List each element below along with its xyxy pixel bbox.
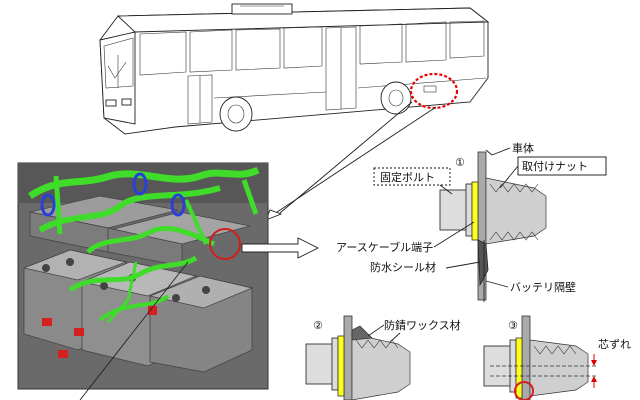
misalignment-circle bbox=[514, 381, 534, 400]
label-wax: 防錆ワックス材 bbox=[384, 318, 461, 332]
marker-3: ③ bbox=[508, 319, 518, 332]
label-body: 車体 bbox=[512, 141, 534, 155]
detail-arrow bbox=[241, 237, 320, 259]
bolt-head bbox=[439, 189, 471, 231]
waterproof-seal bbox=[477, 239, 489, 287]
detail-3: ③ 芯ずれ bbox=[483, 315, 631, 400]
marker-1: ① bbox=[455, 156, 465, 169]
label-nut: 取付けナット bbox=[522, 160, 588, 173]
label-battery-wall: バッテリ隔壁 bbox=[510, 280, 576, 294]
bus-illustration bbox=[99, 3, 490, 135]
bolt-label-box bbox=[373, 167, 451, 186]
ground-terminal bbox=[471, 181, 479, 241]
detail-2: ② 防錆ワックス材 bbox=[305, 315, 461, 400]
label-bolt: 固定ボルト bbox=[380, 170, 435, 184]
label-seal: 防水シール材 bbox=[370, 260, 436, 274]
terminal-highlight-circle bbox=[209, 228, 241, 260]
label-ground-terminal: アースケーブル端子 bbox=[336, 240, 433, 254]
leader-line bbox=[79, 261, 189, 400]
callout-lines bbox=[265, 101, 437, 221]
battery-render bbox=[17, 162, 269, 390]
label-misalignment: 芯ずれ bbox=[598, 337, 631, 351]
detail-1: ① 車体 固定ボルト 取付けナット アースケーブル端子 防水シール材 バッテリ隔… bbox=[336, 141, 607, 302]
nut bbox=[485, 177, 547, 245]
marker-2: ② bbox=[313, 319, 323, 332]
